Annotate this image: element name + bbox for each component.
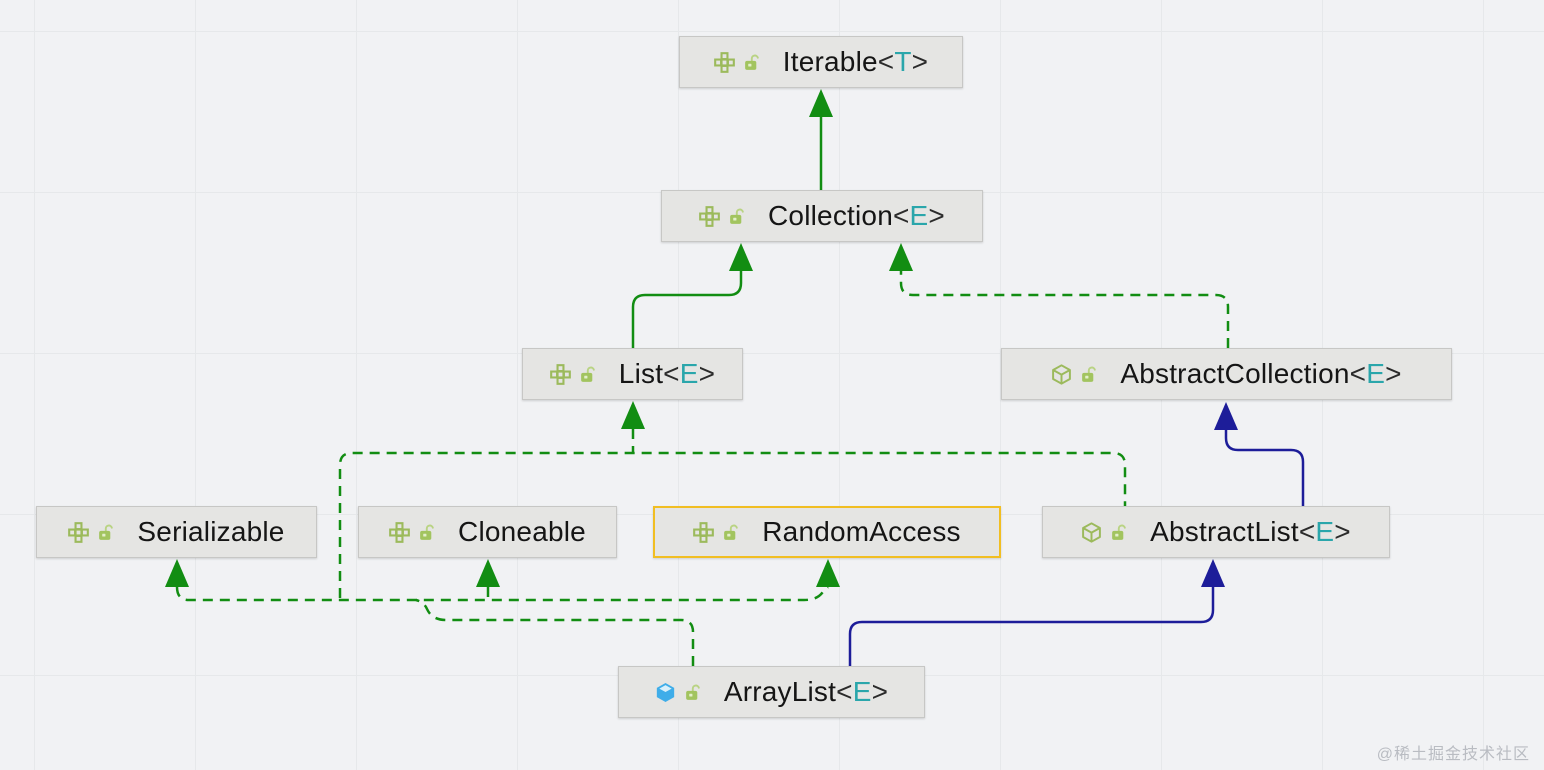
unlocked-icon bbox=[1081, 366, 1097, 383]
node-label: Iterable<T> bbox=[782, 46, 929, 77]
node-label: ArrayList<E> bbox=[723, 676, 889, 707]
class-icon bbox=[656, 682, 675, 702]
edge-list-extends-collection[interactable] bbox=[631, 243, 753, 348]
node-collection[interactable]: Collection<E> bbox=[661, 190, 983, 242]
edge-bus-upper bbox=[338, 451, 1127, 598]
node-list[interactable]: List<E> bbox=[522, 348, 743, 400]
node-randomaccess[interactable]: RandomAccess bbox=[653, 506, 1001, 558]
interface-icon bbox=[549, 363, 571, 385]
unlocked-icon bbox=[579, 366, 595, 383]
unlocked-icon bbox=[743, 54, 759, 71]
node-label: Serializable bbox=[137, 516, 285, 547]
node-label: Cloneable bbox=[458, 516, 586, 547]
node-abstractcollection[interactable]: AbstractCollection<E> bbox=[1001, 348, 1452, 400]
node-abstractlist[interactable]: AbstractList<E> bbox=[1042, 506, 1390, 558]
edge-arraylist-riser bbox=[415, 598, 695, 666]
unlocked-icon bbox=[419, 524, 434, 541]
unlocked-icon bbox=[729, 208, 744, 225]
node-serializable[interactable]: Serializable bbox=[36, 506, 317, 558]
unlocked-icon bbox=[98, 524, 114, 541]
node-arraylist[interactable]: ArrayList<E> bbox=[618, 666, 925, 718]
edge-abstractlist-extends-abstractcollection[interactable] bbox=[1214, 402, 1305, 506]
node-label: List<E> bbox=[618, 358, 716, 389]
watermark: @稀土掘金技术社区 bbox=[1376, 746, 1530, 763]
interface-icon bbox=[389, 521, 410, 543]
edge-arraylist-extends-abstractlist[interactable] bbox=[848, 559, 1225, 666]
node-label: RandomAccess bbox=[762, 516, 961, 547]
node-cloneable[interactable]: Cloneable bbox=[358, 506, 617, 558]
unlocked-icon bbox=[1111, 524, 1126, 541]
node-label: AbstractList<E> bbox=[1150, 516, 1351, 547]
abstract-class-icon bbox=[1052, 363, 1072, 385]
edge-abstractcollection-implements-collection[interactable] bbox=[889, 243, 1230, 348]
interface-icon bbox=[693, 521, 715, 543]
interface-icon bbox=[713, 51, 735, 73]
abstract-class-icon bbox=[1082, 521, 1102, 543]
node-label: AbstractCollection<E> bbox=[1120, 358, 1402, 389]
interface-icon bbox=[68, 521, 90, 543]
node-label: Collection<E> bbox=[768, 200, 945, 231]
implements-edges-bus[interactable] bbox=[165, 401, 1127, 666]
node-iterable[interactable]: Iterable<T> bbox=[679, 36, 963, 88]
edge-collection-extends-iterable[interactable] bbox=[809, 89, 833, 190]
edge-bus-lower bbox=[175, 586, 829, 602]
interface-icon bbox=[699, 205, 720, 227]
unlocked-icon bbox=[685, 684, 700, 701]
unlocked-icon bbox=[723, 524, 739, 541]
